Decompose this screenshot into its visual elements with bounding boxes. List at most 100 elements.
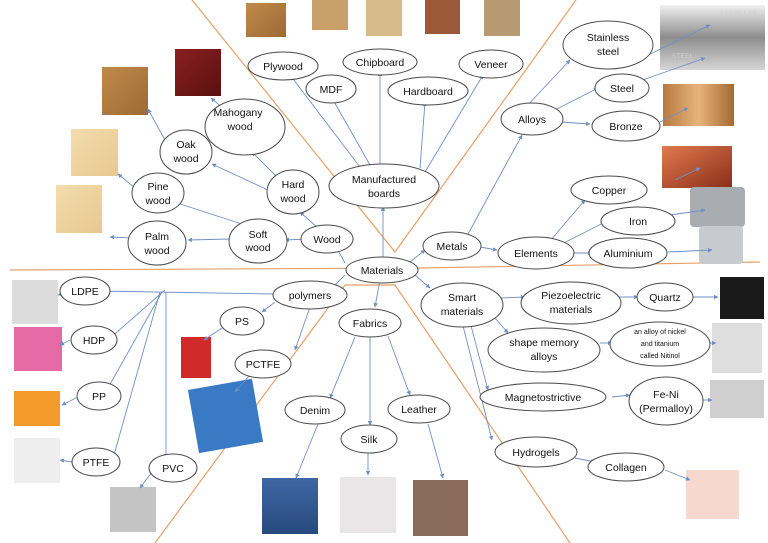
node-pctfe: PCTFE xyxy=(234,349,292,379)
edges xyxy=(57,24,719,489)
node-manufactured-boards: Manufactured boards xyxy=(328,163,440,209)
steel-photo-label: STEEL xyxy=(672,54,694,60)
node-quartz: Quartz xyxy=(636,282,694,312)
photos: STAINLESS STEEL xyxy=(12,0,765,536)
node-magnetostrictive: Magnetostrictive xyxy=(479,382,607,412)
node-steel: Steel xyxy=(594,73,650,103)
svg-text:(Permalloy): (Permalloy) xyxy=(639,403,693,415)
svg-text:PS: PS xyxy=(235,316,249,328)
chipboard-photo xyxy=(366,0,402,36)
node-chipboard: Chipboard xyxy=(342,48,418,76)
collagen-photo xyxy=(686,470,739,519)
svg-text:PVC: PVC xyxy=(162,463,184,475)
node-alloys: Alloys xyxy=(500,102,564,136)
svg-text:an alloy of nickel: an alloy of nickel xyxy=(634,329,686,336)
mdf-photo xyxy=(312,0,348,30)
iron-photo xyxy=(690,187,745,227)
svg-text:Palm: Palm xyxy=(145,231,169,243)
veneer-photo xyxy=(484,0,520,36)
pvc-photo xyxy=(110,487,156,532)
stainless-steel-photo xyxy=(660,5,765,70)
node-fabrics: Fabrics xyxy=(338,308,402,338)
node-polymers: polymers xyxy=(272,280,348,310)
svg-text:wood: wood xyxy=(244,242,270,254)
svg-text:polymers: polymers xyxy=(289,290,332,302)
svg-text:Copper: Copper xyxy=(592,185,627,197)
node-veneer: Veneer xyxy=(458,49,524,79)
svg-text:Veneer: Veneer xyxy=(474,59,508,71)
svg-text:wood: wood xyxy=(172,153,198,165)
svg-text:Manufactured: Manufactured xyxy=(352,174,416,186)
node-piezoelectric: Piezoelectric materials xyxy=(520,281,622,325)
node-denim: Denim xyxy=(284,395,346,425)
oak-photo xyxy=(102,67,148,115)
copper-photo xyxy=(662,146,732,188)
svg-text:Soft: Soft xyxy=(249,229,268,241)
svg-text:Fabrics: Fabrics xyxy=(353,318,387,330)
svg-text:LDPE: LDPE xyxy=(71,286,98,298)
svg-text:Leather: Leather xyxy=(401,404,437,416)
node-pvc: PVC xyxy=(148,453,198,483)
node-materials: Materials xyxy=(345,256,419,284)
svg-text:Chipboard: Chipboard xyxy=(356,57,405,69)
nodes: Materials Manufactured boards Plywood MD… xyxy=(59,20,711,483)
ldpe-photo xyxy=(12,280,58,324)
hardboard-photo xyxy=(425,0,460,34)
node-leather: Leather xyxy=(387,394,451,424)
denim-photo xyxy=(262,478,318,534)
node-smart-materials: Smart materials xyxy=(420,282,504,328)
node-ptfe: PTFE xyxy=(71,447,121,477)
node-collagen: Collagen xyxy=(587,452,665,482)
plywood-photo xyxy=(246,3,286,37)
leather-photo xyxy=(413,480,468,536)
svg-text:Hydrogels: Hydrogels xyxy=(512,447,559,459)
svg-text:materials: materials xyxy=(441,306,484,318)
node-ps: PS xyxy=(219,306,265,336)
node-hard-wood: Hard wood xyxy=(266,169,320,215)
mahogany-photo xyxy=(175,49,221,96)
svg-text:Mahogany: Mahogany xyxy=(213,107,263,119)
pctfe-photo xyxy=(187,378,264,454)
svg-text:Magnetostrictive: Magnetostrictive xyxy=(505,392,582,404)
node-copper: Copper xyxy=(570,175,648,205)
pine-photo xyxy=(71,129,118,176)
svg-text:and titanium: and titanium xyxy=(641,341,679,348)
svg-text:Stainless: Stainless xyxy=(587,32,630,44)
node-wood: Wood xyxy=(300,224,354,254)
palm-photo xyxy=(56,185,102,233)
pp-photo xyxy=(14,391,60,426)
svg-text:Hardboard: Hardboard xyxy=(403,86,453,98)
node-hardboard: Hardboard xyxy=(387,76,469,106)
svg-text:steel: steel xyxy=(597,46,619,58)
svg-text:Iron: Iron xyxy=(629,216,647,228)
svg-text:PP: PP xyxy=(92,391,106,403)
node-hdp: HDP xyxy=(70,325,118,355)
bronze-photo xyxy=(663,84,734,126)
svg-text:Plywood: Plywood xyxy=(263,61,303,73)
svg-text:Piezoelectric: Piezoelectric xyxy=(541,290,601,302)
hdp-photo xyxy=(14,327,62,371)
node-aluminium: Aluminium xyxy=(588,237,668,269)
svg-text:wood: wood xyxy=(143,245,169,257)
svg-text:Elements: Elements xyxy=(514,248,558,260)
svg-text:Steel: Steel xyxy=(610,83,634,95)
svg-text:wood: wood xyxy=(144,195,170,207)
svg-text:Pine: Pine xyxy=(147,181,168,193)
quartz-photo xyxy=(720,277,764,319)
node-ldpe: LDPE xyxy=(59,276,111,306)
node-metals: Metals xyxy=(422,231,482,261)
permalloy-photo xyxy=(710,380,764,418)
svg-text:Smart: Smart xyxy=(448,292,476,304)
svg-text:Metals: Metals xyxy=(437,241,468,253)
stainless-photo-label: STAINLESS xyxy=(720,11,757,17)
node-iron: Iron xyxy=(600,206,676,236)
node-mahogany-wood: Mahogany wood xyxy=(204,98,286,156)
node-stainless-steel: Stainless steel xyxy=(562,20,654,70)
ps-photo xyxy=(181,337,211,378)
svg-text:Quartz: Quartz xyxy=(649,292,681,304)
node-shape-memory-alloys: shape memory alloys xyxy=(487,327,601,373)
node-fe-ni: Fe-Ni (Permalloy) xyxy=(628,376,704,426)
node-materials-label: Materials xyxy=(361,265,404,277)
svg-text:Hard: Hard xyxy=(282,179,305,191)
